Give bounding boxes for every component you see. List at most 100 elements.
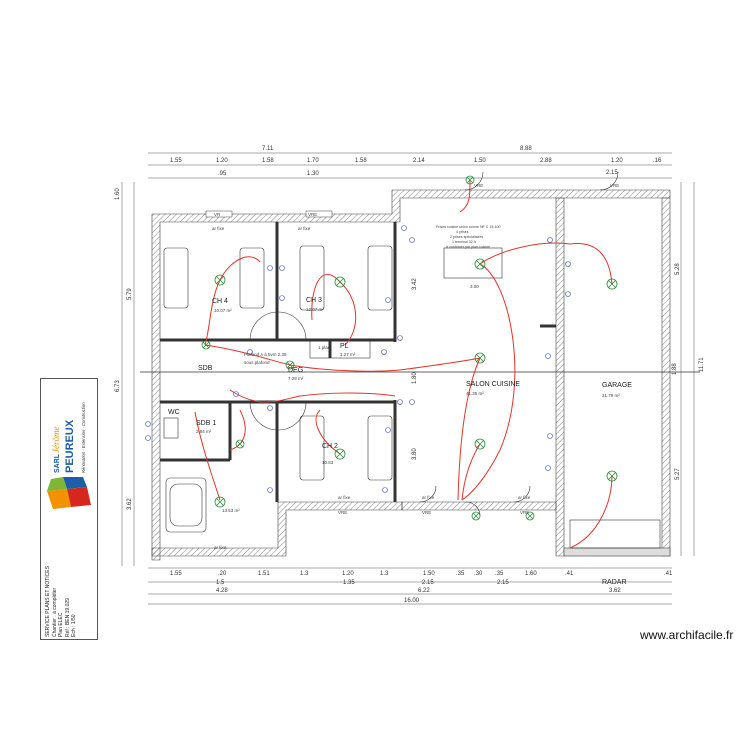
logo-last-name: PEUREUX <box>64 419 76 473</box>
room-garage: GARAGE <box>602 382 632 389</box>
dim-bot-sub-5: 4.28 <box>216 588 228 594</box>
dim-bot-sub-4: 2.15 <box>497 580 509 586</box>
notes: Plafond A à 5vm 2.35 sous plafond Prises… <box>244 225 501 365</box>
fixed-label-back: ar fixe <box>518 495 531 500</box>
dim-bot-seg-8: .35 <box>456 571 465 577</box>
top-dimensions: 7.11 8.88 1.55 1.20 1.58 1.70 1.58 2.14 … <box>148 146 672 179</box>
kitchen-counter <box>443 247 503 279</box>
window-label-porch: VRE <box>474 183 483 188</box>
company-logo: SARL Jérôme PEUREUX Rénovation · Extensi… <box>47 402 91 509</box>
kitchen-area: 3.00 <box>470 284 479 289</box>
title-block: SERVICE PLANS ET NOTICES Chantier : à co… <box>40 378 98 640</box>
window-label-entry: VRE <box>422 510 431 515</box>
dim-right-3: 5.27 <box>675 468 681 480</box>
exterior-walls <box>151 189 671 561</box>
light-fixture-salon-3 <box>474 438 486 450</box>
light-fixture-hall <box>285 360 295 370</box>
dim-top-seg-9: 1.20 <box>611 158 623 164</box>
room-ch3: CH 3 <box>306 297 322 304</box>
dim-bot-seg-3: 1.51 <box>258 571 270 577</box>
dim-bot-seg-6: 1.3 <box>380 571 389 577</box>
room-sdb1-area: 2.84 m² <box>196 429 212 434</box>
bed-ch4-right <box>239 247 265 309</box>
room-garage-area: 31.79 m² <box>602 393 620 398</box>
logo-red-shape <box>67 487 91 507</box>
kitchen-note-4: 1 terminal 32 A <box>452 240 477 244</box>
logo-sarl: SARL <box>54 453 61 473</box>
side-dimensions: 1.60 5.79 6.73 3.62 5.28 11.71 5.27 <box>115 182 705 566</box>
note-sous-plafond: sous plafond <box>244 360 270 365</box>
dim-top-seg-6: 2.14 <box>413 158 425 164</box>
room-sdb1: SDB 1 <box>196 420 216 427</box>
watermark: www.archifacile.fr <box>640 628 734 642</box>
dim-top-seg-4: 1.70 <box>307 158 319 164</box>
room-ch3-area: 12.07 m² <box>306 307 324 312</box>
dim-inner-2: 3.80 <box>412 448 418 460</box>
interior-partitions <box>160 222 556 502</box>
dim-top-seg-3: 1.58 <box>262 158 274 164</box>
room-deg-area: 7.29 m² <box>288 376 304 381</box>
dim-inner-4: 2.15 <box>606 170 618 176</box>
light-fixture-deg <box>201 340 211 350</box>
dim-bot-sub-6: 6.22 <box>418 588 430 594</box>
window-label-ch3: VRE <box>308 212 317 217</box>
dim-bot-seg-10: .35 <box>495 571 504 577</box>
dim-bot-seg-7: 1.50 <box>423 571 435 577</box>
dim-bot-total: 16.00 <box>404 598 420 604</box>
toilet <box>163 417 179 439</box>
dim-bot-seg-5: 1.20 <box>342 571 354 577</box>
kitchen-note-2: 4 prises <box>456 230 469 234</box>
garage-bench <box>569 519 661 549</box>
dim-top-seg-1: 1.55 <box>170 158 182 164</box>
dim-bot-seg-11: 1.60 <box>525 571 537 577</box>
furniture <box>163 245 661 549</box>
logo-tagline: Rénovation · Extension · Construction <box>81 402 86 473</box>
bed-ch2-left <box>299 415 325 481</box>
circuit-lines <box>194 179 613 549</box>
light-fixture-garage-1 <box>606 278 618 290</box>
room-pl-area: 1.27 m² <box>340 352 356 357</box>
note-plafond: Plafond A à 5vm 2.35 <box>244 352 287 357</box>
dim-bot-sub-2: 1.35 <box>343 580 355 586</box>
dim-inner-1: 3.42 <box>412 278 418 290</box>
kitchen-note-3: 2 prises spécialisées <box>450 235 483 239</box>
dim-bot-seg-13: .41 <box>664 571 673 577</box>
room-ch2: CH 2 <box>322 443 338 450</box>
title-block-lines: SERVICE PLANS ET NOTICES Chantier : à co… <box>45 519 95 637</box>
dim-top-total-2: 8.88 <box>520 146 532 152</box>
light-fixture-sdb <box>235 439 245 449</box>
light-fixture-ch1 <box>214 496 226 508</box>
kitchen-note-5: à confirmer par plan cuisine <box>446 245 490 249</box>
kitchen-note-1: Prises cuisine selon norme NF C 15-100 <box>436 225 501 229</box>
dim-left-2: 5.79 <box>127 288 133 300</box>
window-label-ch2: VRE <box>338 510 347 515</box>
dim-top-seg-2: 1.20 <box>216 158 228 164</box>
dim-bot-seg-9: .30 <box>474 571 483 577</box>
dim-top-sub-2: 1.30 <box>307 171 319 177</box>
dim-right-1: 5.28 <box>675 263 681 275</box>
title-line-5: Ech : 1/50 <box>71 614 77 637</box>
room-salon: SALON CUISINE <box>466 381 520 388</box>
fixed-label-ch3: ar fixe <box>298 226 311 231</box>
door-swings <box>249 171 619 517</box>
room-ch2-area: 10.83 <box>322 460 334 465</box>
room-pl: PL <box>340 343 349 350</box>
dim-bot-seg-12: .41 <box>565 571 574 577</box>
dim-top-sub-1: .95 <box>218 171 227 177</box>
logo-orange-shape <box>47 489 71 509</box>
dim-bot-seg-4: 1.3 <box>300 571 309 577</box>
fixed-label-ch2: ar fixe <box>338 495 351 500</box>
light-fixture-ch3 <box>334 276 346 288</box>
light-fixture-salon-1 <box>474 258 486 270</box>
bed-ch3-right <box>367 245 393 311</box>
light-fixture-ch2 <box>334 448 346 460</box>
dim-inner-5: 1.88 <box>672 363 678 375</box>
dim-bot-seg-2: .20 <box>218 571 227 577</box>
logo-blue-shape <box>63 477 87 489</box>
dim-top-seg-7: 1.50 <box>474 158 486 164</box>
logo-first-name: Jérôme <box>51 427 61 454</box>
dim-left-4: 3.62 <box>127 498 133 510</box>
fixed-label-ch1: ar fixe <box>214 545 227 550</box>
fixed-label-ch4: ar fixe <box>212 226 225 231</box>
light-fixture-ch4 <box>214 274 226 286</box>
